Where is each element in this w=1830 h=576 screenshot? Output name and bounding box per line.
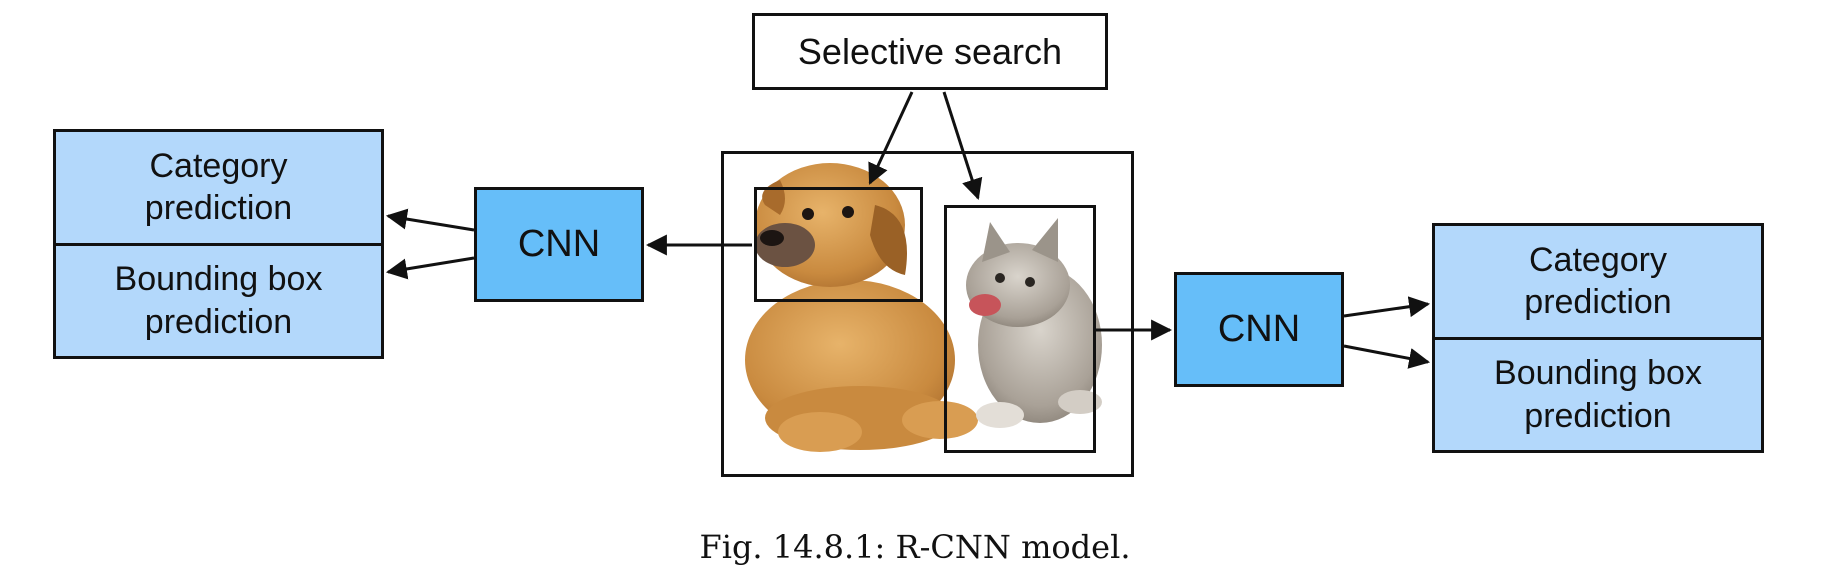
figure-caption: Fig. 14.8.1: R-CNN model.: [699, 528, 1131, 566]
right-bbox-prediction: Bounding box prediction: [1435, 336, 1761, 451]
arrow-right-cnn-to-bbox: [1343, 344, 1431, 369]
right-category-label: Category prediction: [1524, 240, 1672, 322]
left-category-prediction: Category prediction: [56, 132, 381, 243]
left-output-stack: Category prediction Bounding box predict…: [53, 129, 384, 359]
left-bbox-prediction: Bounding box prediction: [56, 242, 381, 357]
kitten-illustration: [966, 218, 1102, 428]
left-cnn-box: CNN: [474, 187, 644, 302]
left-cnn-label: CNN: [517, 222, 601, 265]
selective-search-box: Selective search: [752, 13, 1108, 90]
right-output-stack: Category prediction Bounding box predict…: [1432, 223, 1764, 453]
arrow-selective-search-to-region-1: [868, 91, 914, 185]
arrow-left-cnn-to-category: [385, 208, 475, 232]
right-cnn-box: CNN: [1174, 272, 1344, 387]
arrow-selective-search-to-region-2: [942, 91, 983, 200]
arrow-right-cnn-to-category: [1343, 296, 1431, 318]
left-bbox-label: Bounding box prediction: [114, 260, 323, 341]
region-proposal-puppy: [754, 187, 923, 302]
right-cnn-label: CNN: [1217, 307, 1301, 350]
right-category-prediction: Category prediction: [1435, 226, 1761, 337]
puppy-illustration: [745, 163, 978, 452]
arrow-left-cnn-to-bbox: [385, 256, 475, 280]
left-category-label: Category prediction: [144, 146, 293, 228]
right-bbox-label: Bounding box prediction: [1494, 354, 1702, 435]
selective-search-label: Selective search: [797, 31, 1063, 72]
region-proposal-kitten: [944, 205, 1096, 453]
input-image-frame: [721, 151, 1134, 477]
